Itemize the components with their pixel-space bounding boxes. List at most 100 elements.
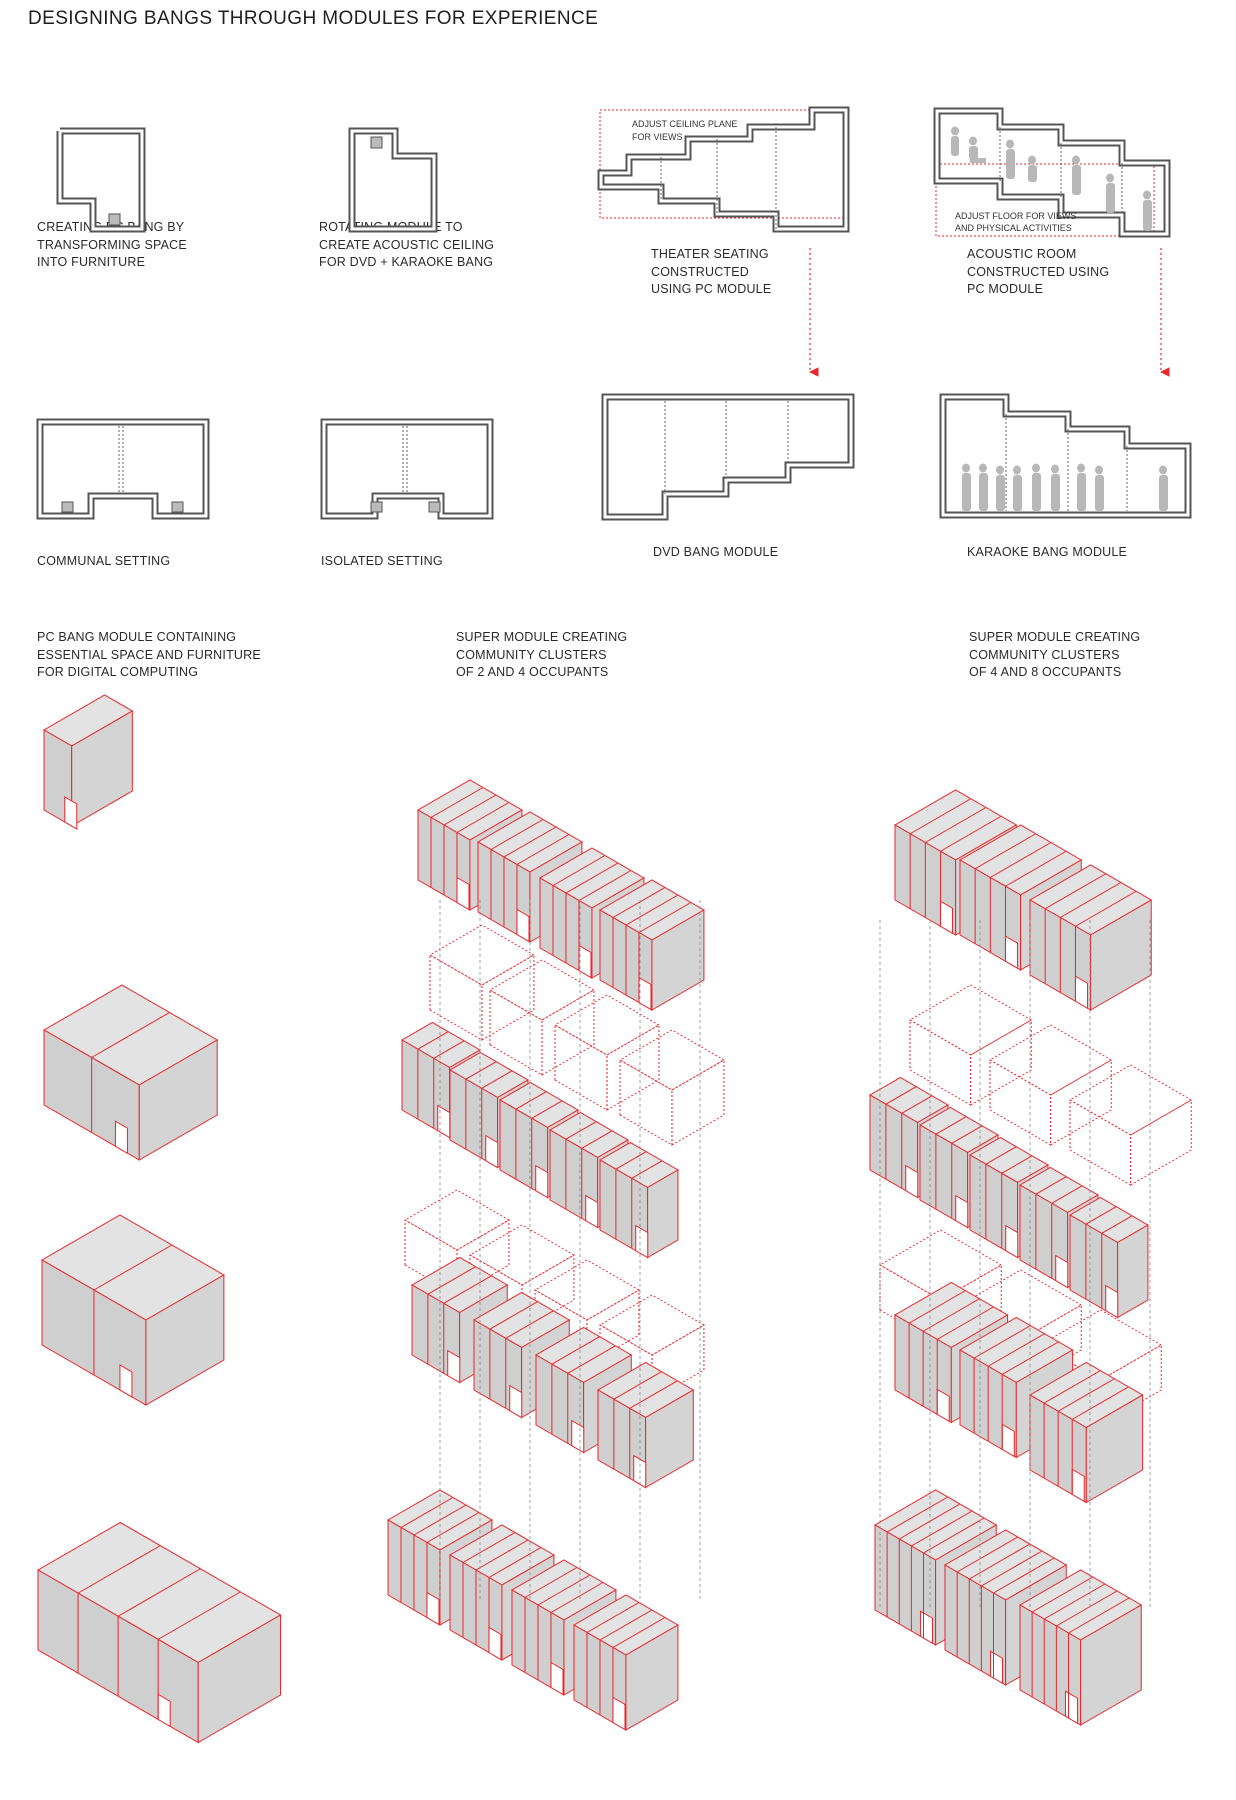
- module-division: [968, 1543, 1031, 1580]
- module-division: [462, 1532, 516, 1563]
- caption-theater-seating: THEATER SEATING CONSTRUCTED USING PC MOD…: [651, 247, 772, 296]
- people-figures: [951, 126, 1152, 231]
- module-side-face: [71, 710, 133, 827]
- module-side-face: [1117, 1224, 1149, 1319]
- module-side-face: [138, 1039, 218, 1161]
- module-top-face: [1069, 1064, 1193, 1136]
- module-division: [631, 1160, 663, 1179]
- module-division: [925, 807, 987, 843]
- module-top-face: [989, 1024, 1113, 1096]
- module-division: [465, 1061, 497, 1080]
- module-side-face: [197, 1614, 281, 1744]
- module-side-face: [521, 1254, 575, 1331]
- plan-dvd-bang-module: [601, 393, 855, 521]
- module-side-face: [586, 1289, 640, 1366]
- module-division: [565, 1121, 597, 1140]
- module-division: [923, 1517, 985, 1554]
- module-division: [1075, 890, 1137, 927]
- note-ceiling-1: ADJUST CEILING PLANE: [632, 119, 737, 129]
- caption-pc-module: PC BANG MODULE CONTAINING ESSENTIAL SPAC…: [37, 630, 261, 679]
- module-side-face: [1050, 1059, 1112, 1146]
- module-division: [552, 855, 606, 886]
- module-notch: [1005, 1224, 1019, 1259]
- module-division: [987, 1333, 1045, 1367]
- module-division: [117, 1568, 201, 1617]
- module-division: [505, 1310, 554, 1339]
- module-notch: [635, 1224, 649, 1259]
- module-division: [898, 1503, 961, 1540]
- module-division: [922, 1298, 980, 1332]
- module-top-face: [1039, 1309, 1163, 1381]
- module-notch: [1055, 1254, 1069, 1289]
- module-side-face: [1130, 1099, 1192, 1186]
- module-division: [427, 1266, 476, 1295]
- module-side-face: [456, 1219, 510, 1296]
- caption-acoustic-room: ACOUSTIC ROOM CONSTRUCTED USING PC MODUL…: [967, 247, 1110, 296]
- module-side-face: [671, 1059, 725, 1146]
- module-division: [1085, 1206, 1117, 1225]
- module-division: [1043, 1370, 1101, 1404]
- iso-super-module-4-8: [869, 789, 1193, 1726]
- module-notch: [571, 1419, 585, 1454]
- module-division: [426, 1512, 480, 1543]
- module-division: [565, 862, 619, 894]
- module-division: [981, 1550, 1043, 1587]
- module-side-face: [651, 909, 705, 1011]
- module-division: [400, 1497, 454, 1528]
- module-front-face: [554, 1024, 608, 1111]
- module-division: [515, 1091, 547, 1110]
- module-division: [1057, 1378, 1115, 1412]
- caption-dvd-bang: DVD BANG MODULE: [653, 545, 779, 559]
- module-division: [531, 1100, 563, 1119]
- module-side-face: [651, 1324, 705, 1401]
- module-division: [1068, 1597, 1130, 1634]
- module-division: [612, 1617, 666, 1648]
- module-top-face: [909, 984, 1033, 1056]
- plan-communal-setting: [36, 418, 210, 520]
- module-division: [490, 819, 544, 850]
- caption-super-4-8: SUPER MODULE CREATING COMMUNITY CLUSTERS…: [969, 630, 1141, 679]
- module-division: [1001, 1155, 1033, 1174]
- module-division: [615, 1151, 647, 1170]
- module-notch: [955, 1194, 969, 1229]
- module-front-face: [429, 954, 483, 1041]
- furniture-block: [108, 213, 121, 226]
- module-division: [885, 1086, 917, 1105]
- module-side-face: [145, 1274, 225, 1406]
- module-division: [551, 1336, 600, 1365]
- module-division: [157, 1591, 241, 1640]
- module-division: [516, 834, 570, 865]
- module-division: [638, 902, 692, 933]
- ceiling-block: [370, 136, 383, 149]
- caption-isolated: ISOLATED SETTING: [321, 554, 443, 568]
- module-division: [537, 1574, 591, 1606]
- module-side-face: [606, 1024, 660, 1111]
- module-division: [417, 1031, 449, 1050]
- module-side-face: [481, 954, 535, 1041]
- karaoke-people-figures: [962, 463, 1168, 511]
- module-division: [91, 1012, 170, 1058]
- module-division: [1005, 850, 1067, 887]
- module-division: [578, 870, 632, 901]
- module-notch: [119, 1364, 133, 1398]
- caption-communal: COMMUNAL SETTING: [37, 554, 171, 568]
- module-division: [430, 787, 484, 818]
- module-division: [956, 1536, 1018, 1573]
- module-division: [524, 1567, 578, 1598]
- module-notch: [509, 1384, 523, 1419]
- module-division: [433, 1040, 465, 1059]
- note-floor-2: AND PHYSICAL ACTIVITIES: [955, 223, 1072, 233]
- module-side-face: [645, 1389, 694, 1489]
- module-division: [935, 1116, 967, 1135]
- module-notch: [585, 1194, 599, 1229]
- module-side-face: [1080, 1604, 1142, 1726]
- module-notch: [447, 1349, 461, 1384]
- module-division: [481, 1070, 513, 1089]
- caption-super-2-4: SUPER MODULE CREATING COMMUNITY CLUSTERS…: [456, 630, 628, 679]
- module-front-face: [1069, 1099, 1132, 1186]
- module-side-face: [647, 1169, 679, 1259]
- module-division: [936, 1306, 994, 1340]
- module-division: [985, 1146, 1017, 1165]
- module-division: [456, 802, 510, 833]
